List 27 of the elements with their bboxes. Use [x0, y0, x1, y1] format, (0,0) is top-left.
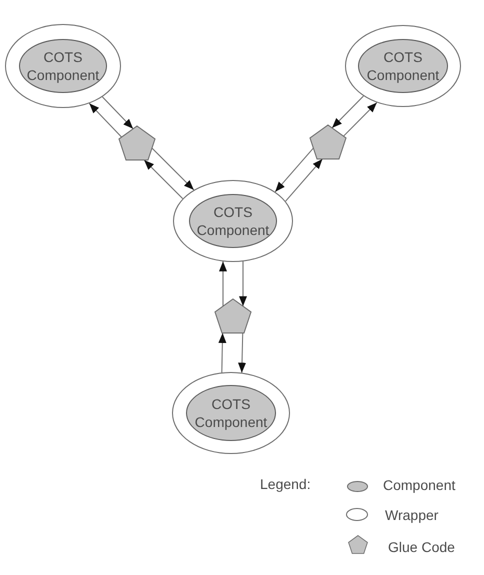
arrow	[152, 148, 194, 190]
arrow	[218, 332, 226, 373]
component-ellipse	[186, 385, 276, 441]
glue-code-pentagon	[309, 124, 347, 160]
legend-heading: Legend:	[260, 476, 311, 492]
component-ellipse	[189, 194, 277, 248]
component-ellipse	[19, 39, 107, 93]
arrow	[88, 102, 122, 138]
arrow	[285, 158, 323, 202]
glue-code-pentagon	[214, 298, 252, 334]
component-ellipse	[358, 39, 448, 93]
arrow	[332, 96, 364, 128]
component-label: COTS Component	[26, 48, 100, 84]
arrow	[343, 102, 378, 137]
glue-code-pentagon	[118, 125, 156, 161]
arrow	[238, 332, 246, 374]
arrow	[219, 260, 227, 307]
legend-label: Glue Code	[388, 539, 455, 555]
component-label: COTS Component	[194, 395, 268, 431]
component-label: COTS Component	[366, 48, 440, 84]
arrow	[144, 160, 184, 200]
arrow	[102, 96, 134, 130]
arrow	[274, 148, 314, 192]
legend-label: Wrapper	[385, 507, 438, 523]
arrow	[239, 260, 247, 307]
component-label: COTS Component	[196, 203, 270, 239]
legend-label: Component	[383, 477, 456, 493]
